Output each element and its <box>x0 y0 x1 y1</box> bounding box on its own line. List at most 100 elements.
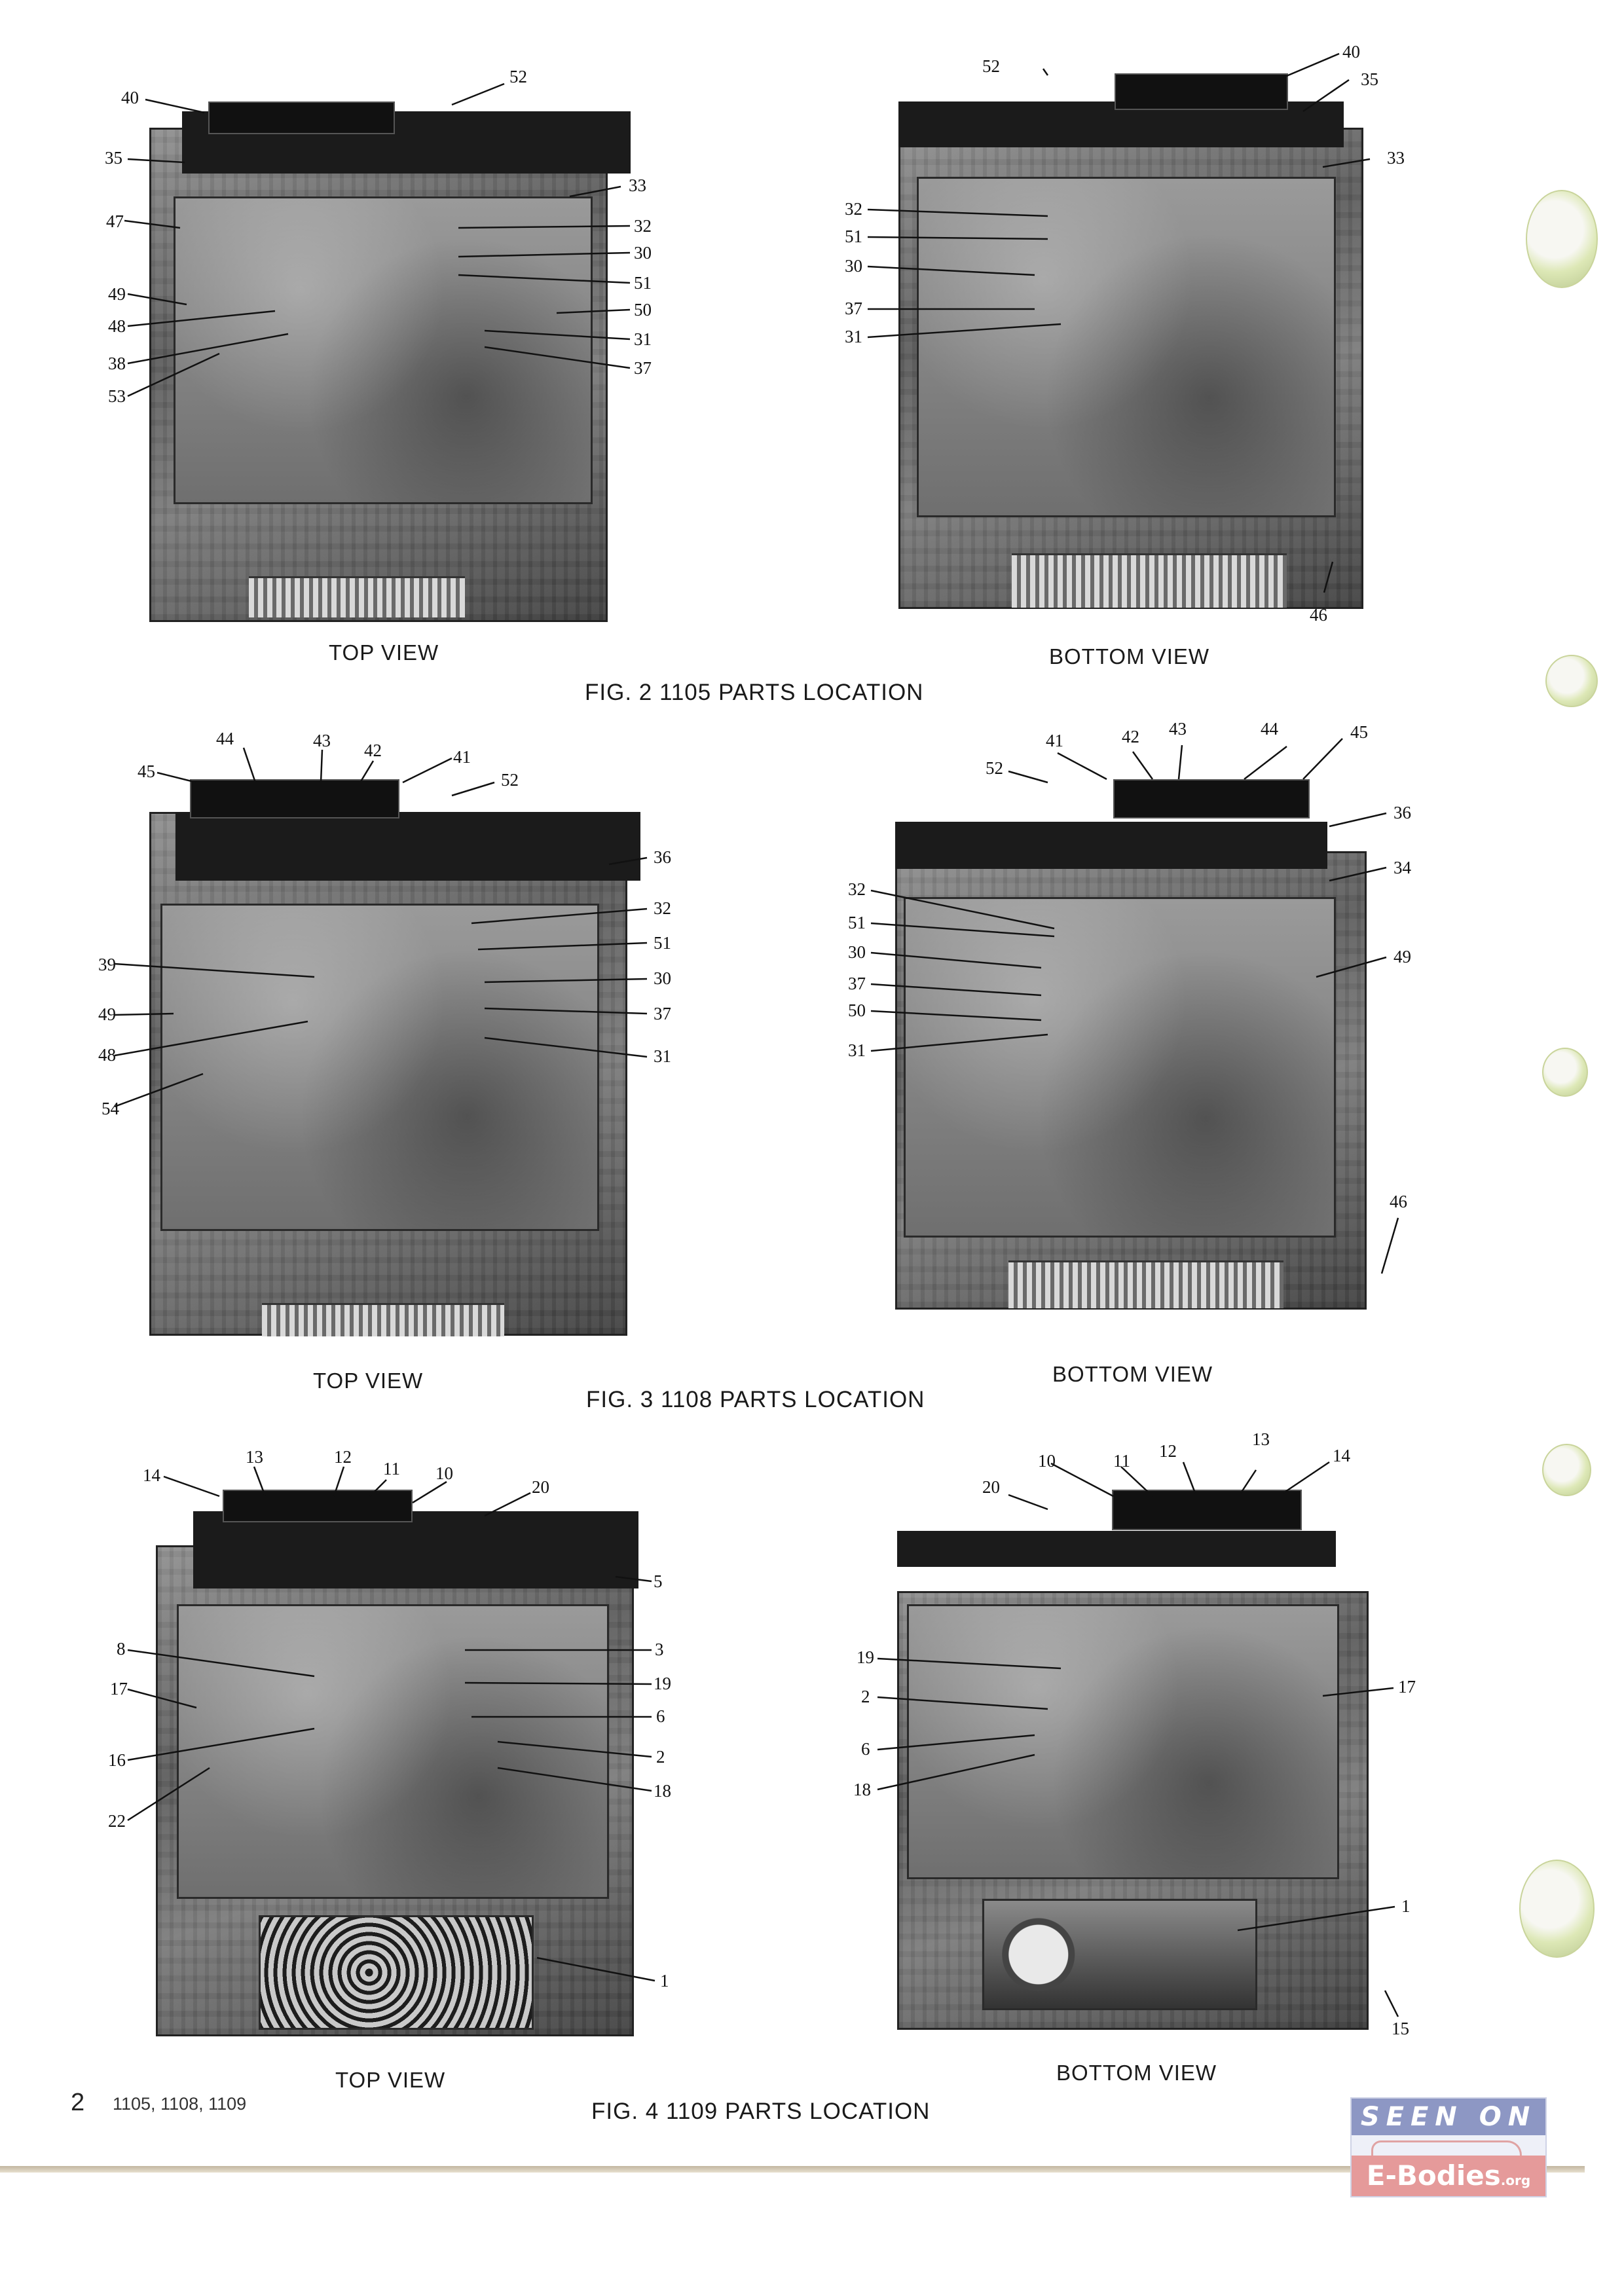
callout-label: 10 <box>1038 1451 1056 1471</box>
watermark-top-text: SEEN ON <box>1352 2099 1545 2135</box>
callout-label: 51 <box>654 933 671 953</box>
callout-label: 44 <box>216 729 234 748</box>
fig3-bottom-chassis <box>904 897 1336 1238</box>
callout-label: 11 <box>383 1459 400 1478</box>
callout-label: 43 <box>1169 719 1187 739</box>
callout-label: 11 <box>1113 1451 1130 1471</box>
callout-label: 31 <box>845 327 862 346</box>
callout-label: 37 <box>845 299 862 318</box>
fig2-bottom-view-label: BOTTOM VIEW <box>1049 644 1210 669</box>
callout-label: 36 <box>654 847 671 867</box>
fig2-top-heatsink <box>249 576 465 617</box>
fig4-bottom-buttons <box>1112 1490 1302 1530</box>
callout-label: 38 <box>108 354 126 373</box>
fig4-bottom-chassis <box>907 1604 1339 1879</box>
callout-label: 45 <box>1350 722 1368 742</box>
callout-label: 18 <box>654 1781 671 1801</box>
callout-label: 5 <box>654 1571 663 1591</box>
fig4-top-chassis <box>177 1604 609 1899</box>
callout-label: 12 <box>1159 1441 1177 1461</box>
callout-label: 8 <box>117 1639 126 1659</box>
fig3-top-heatsink <box>262 1303 504 1336</box>
callout-label: 16 <box>108 1750 126 1770</box>
seen-on-ebodies-watermark: SEEN ON E-Bodies.org <box>1350 2097 1547 2197</box>
callout-label: 44 <box>1261 719 1278 739</box>
callout-label: 49 <box>1393 947 1411 966</box>
fig3-top-buttons <box>190 779 399 818</box>
callout-label: 49 <box>108 284 126 304</box>
callout-label: 31 <box>654 1046 671 1066</box>
fig3-top-faceplate <box>175 812 640 881</box>
callout-label: 20 <box>532 1477 549 1497</box>
callout-label: 35 <box>105 148 122 168</box>
callout-label: 40 <box>1342 42 1360 62</box>
callout-label: 32 <box>848 879 866 899</box>
fig3-bottom-view-label: BOTTOM VIEW <box>1052 1362 1213 1386</box>
callout-label: 50 <box>848 1001 866 1020</box>
callout-label: 48 <box>98 1045 116 1065</box>
watermark-brand-suffix: .org <box>1500 2173 1531 2188</box>
callout-label: 46 <box>1310 605 1327 625</box>
callout-label: 32 <box>634 216 652 236</box>
fig4-bottom-components <box>982 1899 1257 2010</box>
fig3-bottom-buttons <box>1113 779 1310 818</box>
callout-label: 51 <box>848 913 866 932</box>
fig2-bottom-chassis <box>917 177 1336 517</box>
callout-label: 53 <box>108 386 126 406</box>
fig4-bottom-view-label: BOTTOM VIEW <box>1056 2061 1217 2085</box>
callout-label: 33 <box>629 175 646 195</box>
binder-hole <box>1526 190 1598 288</box>
callout-label: 46 <box>1390 1192 1407 1211</box>
fig4-bottom-faceplate <box>897 1531 1336 1567</box>
fig3-top-view-label: TOP VIEW <box>313 1368 424 1393</box>
callout-label: 14 <box>1333 1446 1350 1465</box>
callout-label: 32 <box>654 898 671 918</box>
binder-hole <box>1542 1048 1588 1097</box>
callout-label: 52 <box>509 67 527 86</box>
callout-label: 51 <box>634 273 652 293</box>
callout-label: 47 <box>106 211 124 231</box>
callout-label: 12 <box>334 1447 352 1467</box>
footer-models: 1105, 1108, 1109 <box>113 2094 247 2114</box>
callout-label: 37 <box>654 1004 671 1023</box>
callout-label: 30 <box>845 256 862 276</box>
page-bottom-edge <box>0 2166 1585 2173</box>
fig4-top-circuit-board <box>259 1915 534 2030</box>
fig4-top-view-label: TOP VIEW <box>335 2068 446 2092</box>
fig4-caption: FIG. 4 1109 PARTS LOCATION <box>591 2099 931 2124</box>
fig2-top-buttons <box>208 101 395 134</box>
callout-label: 37 <box>848 974 866 993</box>
callout-label: 43 <box>313 731 331 750</box>
callout-label: 22 <box>108 1811 126 1831</box>
fig3-caption: FIG. 3 1108 PARTS LOCATION <box>586 1387 925 1412</box>
callout-label: 6 <box>656 1706 665 1726</box>
callout-label: 35 <box>1361 69 1378 89</box>
callout-label: 18 <box>853 1780 871 1799</box>
callout-label: 20 <box>982 1477 1000 1497</box>
fig2-top-chassis <box>174 196 593 504</box>
binder-hole <box>1545 655 1598 707</box>
callout-label: 31 <box>634 329 652 349</box>
callout-label: 39 <box>98 955 116 974</box>
callout-label: 41 <box>1046 731 1063 750</box>
callout-label: 37 <box>634 358 652 378</box>
callout-label: 52 <box>982 56 1000 76</box>
callout-label: 15 <box>1392 2019 1409 2038</box>
callout-label: 2 <box>656 1747 665 1767</box>
callout-label: 19 <box>857 1647 874 1667</box>
callout-label: 2 <box>861 1687 870 1706</box>
binder-hole <box>1542 1444 1591 1496</box>
callout-label: 13 <box>1252 1429 1270 1449</box>
fig2-bottom-heatsink <box>1012 553 1287 608</box>
callout-label: 32 <box>845 199 862 219</box>
binder-hole <box>1519 1860 1595 1958</box>
callout-label: 52 <box>501 770 519 790</box>
callout-label: 51 <box>845 227 862 246</box>
watermark-brand-name: E-Bodies <box>1366 2159 1501 2192</box>
callout-label: 34 <box>1393 858 1411 877</box>
callout-label: 17 <box>110 1679 128 1698</box>
fig2-caption: FIG. 2 1105 PARTS LOCATION <box>585 680 924 705</box>
page-number: 2 <box>71 2089 85 2116</box>
callout-label: 17 <box>1398 1677 1416 1697</box>
callout-label: 40 <box>121 88 139 107</box>
